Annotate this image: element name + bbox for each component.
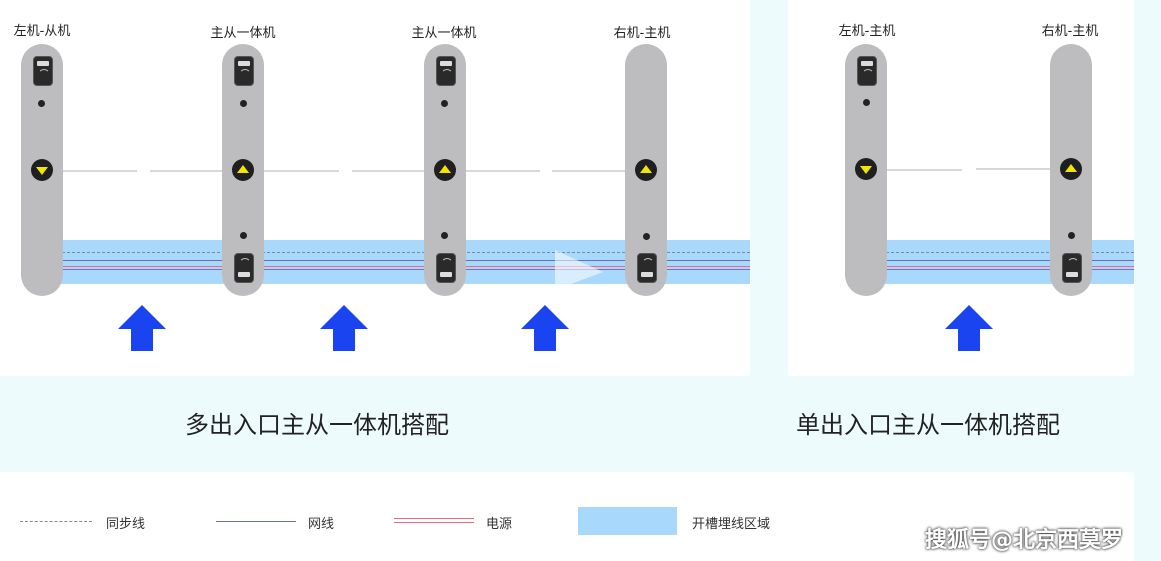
sync-line-segment xyxy=(352,170,424,172)
legend-power-label: 电源 xyxy=(486,517,513,532)
power-line xyxy=(886,266,1134,267)
post-label: 右机-主机 xyxy=(613,26,671,41)
sync-line-segment xyxy=(976,168,1050,170)
power-line xyxy=(886,269,1134,270)
indicator-dot xyxy=(643,233,650,240)
legend-network-swatch xyxy=(216,521,296,522)
indicator-dot xyxy=(863,99,870,106)
legend-panel xyxy=(0,472,1134,561)
up-triangle-button-icon xyxy=(434,159,456,181)
sync-line-segment xyxy=(887,169,962,171)
play-overlay-icon xyxy=(555,250,603,290)
sync-line-segment xyxy=(150,170,222,172)
trench-area xyxy=(866,240,1134,284)
legend-sync-swatch xyxy=(20,521,92,522)
card-reader-icon xyxy=(436,253,456,283)
up-arrow-icon xyxy=(118,305,166,351)
sync-line-segment xyxy=(264,170,339,172)
card-reader-icon xyxy=(33,56,53,86)
up-arrow-icon xyxy=(945,305,993,351)
card-reader-icon xyxy=(1062,253,1082,283)
left-caption: 多出入口主从一体机搭配 xyxy=(185,411,449,439)
card-reader-icon xyxy=(436,56,456,86)
card-reader-icon xyxy=(234,253,254,283)
indicator-dot xyxy=(38,100,45,107)
sync-line-segment xyxy=(62,170,137,172)
right-caption: 单出入口主从一体机搭配 xyxy=(796,411,1060,439)
watermark-text: 搜狐号@北京西莫罗 xyxy=(925,528,1124,553)
down-triangle-button-icon xyxy=(855,158,877,180)
card-reader-icon xyxy=(857,56,877,86)
legend-trench-label: 开槽埋线区域 xyxy=(692,517,771,532)
card-reader-icon xyxy=(637,253,657,283)
up-arrow-icon xyxy=(521,305,569,351)
indicator-dot xyxy=(240,100,247,107)
post-label: 主从一体机 xyxy=(210,26,276,41)
post-label: 左机-主机 xyxy=(838,24,896,39)
up-triangle-button-icon xyxy=(635,159,657,181)
sync-line xyxy=(62,252,750,253)
sync-line-segment xyxy=(466,170,540,172)
up-triangle-button-icon xyxy=(232,159,254,181)
sync-line xyxy=(886,252,1134,253)
indicator-dot xyxy=(240,232,247,239)
indicator-dot xyxy=(441,100,448,107)
legend-sync-label: 同步线 xyxy=(106,517,146,532)
up-arrow-icon xyxy=(320,305,368,351)
post-label: 主从一体机 xyxy=(411,26,477,41)
card-reader-icon xyxy=(234,56,254,86)
power-line xyxy=(62,269,750,270)
legend-trench-swatch xyxy=(578,507,677,535)
post-label: 右机-主机 xyxy=(1041,24,1099,39)
legend-network-label: 网线 xyxy=(308,517,335,532)
indicator-dot xyxy=(441,232,448,239)
down-triangle-button-icon xyxy=(31,159,53,181)
legend-power-swatch xyxy=(394,522,474,523)
legend-power-swatch xyxy=(394,518,474,519)
network-line xyxy=(62,260,750,261)
indicator-dot xyxy=(1068,232,1075,239)
up-triangle-button-icon xyxy=(1060,158,1082,180)
network-line xyxy=(886,260,1134,261)
sync-line-segment xyxy=(552,170,626,172)
power-line xyxy=(62,266,750,267)
post-label: 左机-从机 xyxy=(13,24,71,39)
